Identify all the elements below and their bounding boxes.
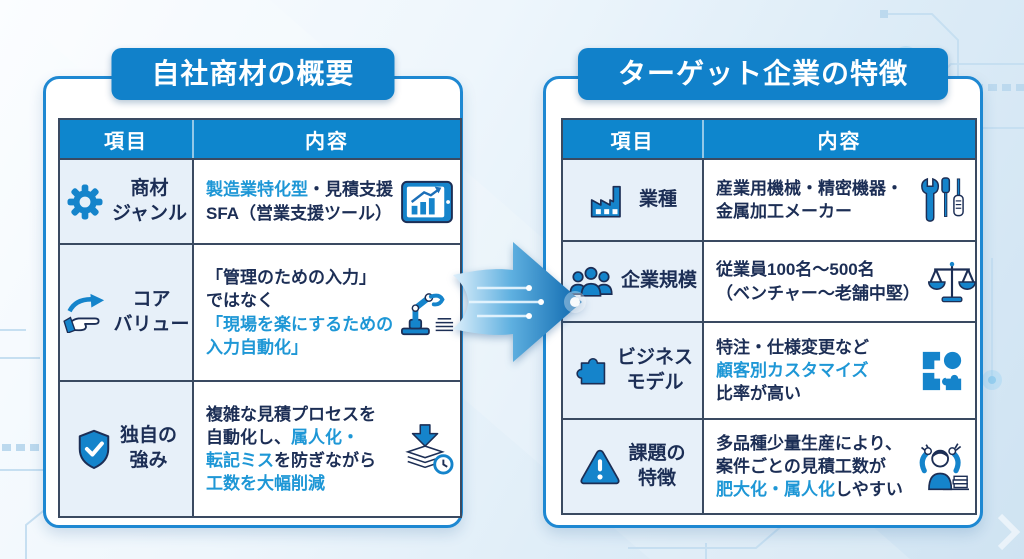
row-content-text: 産業用機械・精密機器・ 金属加工メーカー: [716, 178, 903, 221]
table-row-business-model: ビジネス モデル: [563, 321, 704, 418]
left-column-header-content: 内容: [194, 120, 460, 158]
shapes-icon: [913, 348, 970, 394]
table-row-industry-content: 産業用機械・精密機器・ 金属加工メーカー: [704, 158, 975, 240]
row-label: 商材 ジャンル: [111, 177, 188, 224]
stressed-person-icon: [913, 442, 970, 492]
table-row-product-genre: 商材 ジャンル: [60, 158, 194, 243]
people-icon: [568, 263, 614, 301]
factory-icon: [588, 180, 632, 220]
hand-arrow-icon: [62, 293, 107, 333]
row-label: 業種: [638, 188, 677, 210]
table-row-unique-strength-content: 複雑な見積プロセスを 自動化し、属人化・ 転記ミスを防ぎながら 工数を大幅削減: [194, 380, 460, 516]
row-content-text: 従業員100名～500名 （ベンチャー～老舗中堅）: [716, 260, 920, 303]
target-company-card: ターゲット企業の特徴 項目 内容 業種 産業用機械・精密機器・ 金属加工メーカー…: [543, 48, 983, 528]
row-label: 課題の 特徴: [628, 442, 686, 489]
row-content-text: 多品種少量生産により、 案件ごとの見積工数が 肥大化・属人化しやすい: [716, 433, 903, 500]
table-row-company-size-content: 従業員100名～500名 （ベンチャー～老舗中堅）: [704, 240, 977, 321]
target-company-table: 項目 内容 業種 産業用機械・精密機器・ 金属加工メーカー 企業規模 従業員10…: [561, 118, 977, 515]
table-row-industry: 業種: [563, 158, 704, 240]
left-card-title: 自社商材の概要: [111, 48, 395, 100]
row-content-text: 製造業特化型・見積支援 SFA（営業支援ツール）: [206, 180, 393, 223]
product-overview-table: 項目 内容 商材 ジャンル 製造業特化型・見積支援 SFA（営業支援ツール） コ…: [58, 118, 462, 518]
warning-icon: [579, 448, 621, 486]
gear-icon: [65, 182, 105, 222]
row-label: ビジネス モデル: [616, 346, 693, 393]
table-row-core-value-content: 「管理のための入力」 ではなく 「現場を楽にするための 入力自動化」: [194, 243, 460, 380]
product-overview-card: 自社商材の概要 項目 内容 商材 ジャンル 製造業特化型・見積支援 SFA（営業…: [43, 48, 463, 528]
right-card-title: ターゲット企業の特徴: [577, 48, 949, 100]
table-row-business-model-content: 特注・仕様変更など 顧客別カスタマイズ 比率が高い: [704, 321, 975, 418]
row-label: コア バリュー: [113, 288, 190, 335]
left-column-header-item: 項目: [60, 120, 194, 158]
table-row-company-size: 企業規模: [563, 240, 704, 321]
puzzle-icon: [572, 352, 610, 390]
papers-clock-icon: [398, 423, 455, 475]
flow-arrow-icon: [453, 242, 586, 362]
tablet-chart-icon: [398, 179, 455, 225]
robot-arm-icon: [398, 288, 455, 338]
row-label: 独自の 強み: [119, 425, 177, 471]
table-row-core-value: コア バリュー: [60, 243, 194, 380]
table-row-challenge: 課題の 特徴: [563, 418, 704, 513]
row-content-text: 特注・仕様変更など 顧客別カスタマイズ 比率が高い: [716, 337, 869, 404]
row-label: 企業規模: [620, 270, 697, 292]
right-column-header-content: 内容: [704, 120, 975, 158]
table-row-challenge-content: 多品種少量生産により、 案件ごとの見積工数が 肥大化・属人化しやすい: [704, 418, 975, 513]
table-row-product-genre-content: 製造業特化型・見積支援 SFA（営業支援ツール）: [194, 158, 460, 243]
row-content-text: 複雑な見積プロセスを 自動化し、属人化・ 転記ミスを防ぎながら 工数を大幅削減: [206, 404, 376, 494]
scale-icon: [924, 259, 981, 305]
shield-check-icon: [75, 428, 113, 470]
tools-icon: [913, 175, 970, 225]
row-content-text: 「管理のための入力」 ではなく 「現場を楽にするための 入力自動化」: [206, 268, 394, 357]
right-column-header-item: 項目: [563, 120, 704, 158]
table-row-unique-strength: 独自の 強み: [60, 380, 194, 516]
